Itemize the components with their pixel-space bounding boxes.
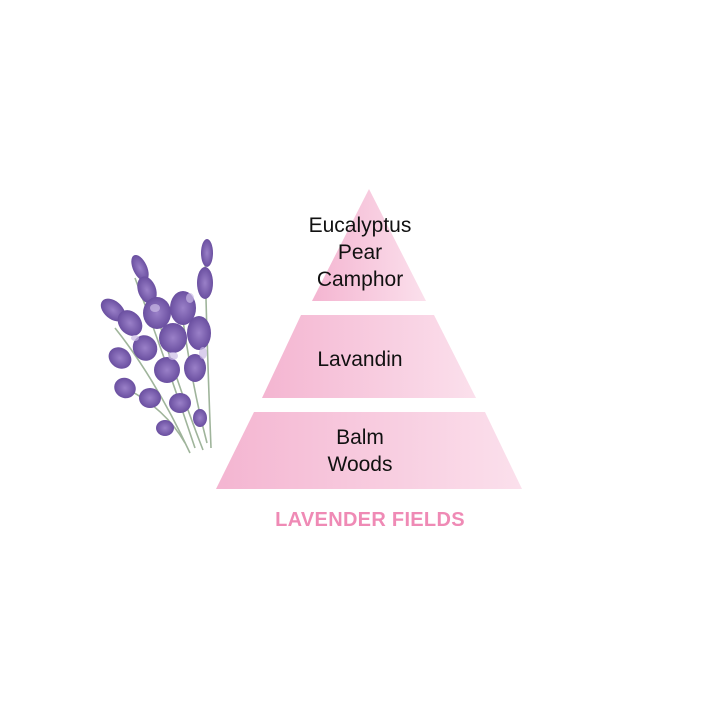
top-note: Camphor — [316, 268, 404, 291]
pyramid-top-tier — [312, 189, 426, 301]
fragrance-title: LAVENDER FIELDS — [275, 509, 465, 531]
lavender-icon — [100, 239, 213, 454]
lavender-image — [95, 238, 217, 460]
heart-note: Lavandin — [317, 348, 403, 371]
base-notes: Balm Woods — [0, 424, 720, 478]
top-note: Eucalyptus — [308, 214, 412, 237]
top-notes: Eucalyptus Pear Camphor — [0, 212, 720, 293]
base-note: Woods — [327, 453, 393, 476]
heart-notes: Lavandin — [0, 346, 720, 373]
pyramid-base-tier — [216, 412, 522, 489]
pyramid-middle-tier — [262, 315, 476, 398]
top-note: Pear — [337, 241, 383, 264]
base-note: Balm — [336, 426, 384, 449]
